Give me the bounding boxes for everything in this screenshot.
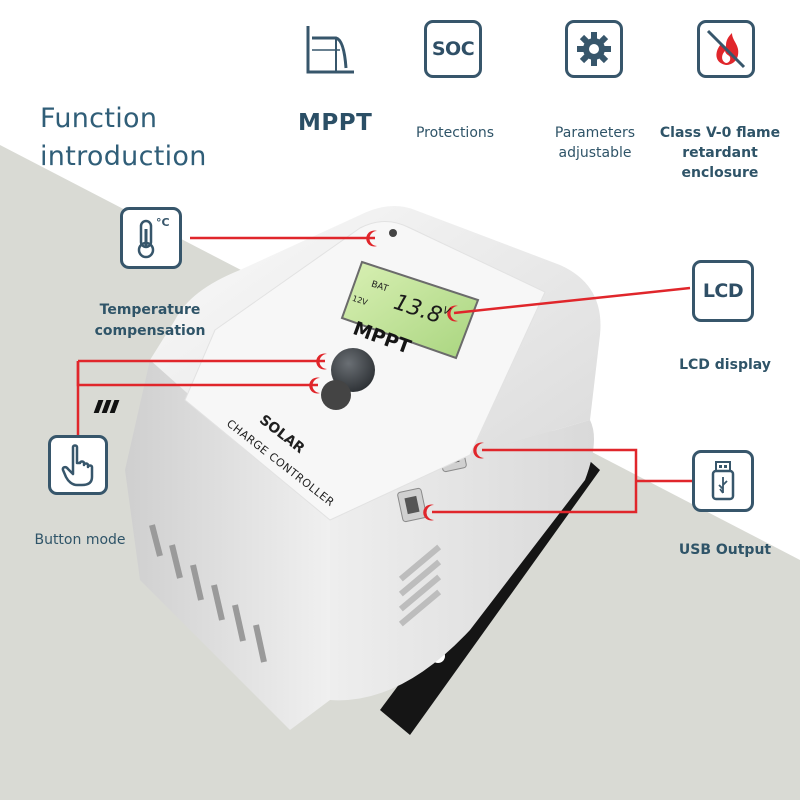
label-usb-output: USB Output (678, 542, 772, 558)
title-line-2: introduction (40, 141, 207, 172)
pointing-finger-icon (48, 435, 108, 495)
brand-mark (93, 400, 120, 413)
title-line-1: Function (40, 103, 158, 134)
feature-label-parameters: Parameters adjustable (554, 125, 636, 161)
label-temperature: Temperature compensation (94, 302, 206, 339)
device-left-face (125, 360, 330, 730)
thermometer-icon: °C (120, 207, 182, 269)
vent-slots (149, 524, 267, 663)
thermometer-unit: °C (156, 216, 170, 229)
callout-markers (309, 230, 484, 521)
feature-label-protections: Protections (415, 125, 495, 141)
lcd-icon-text: LCD (702, 280, 744, 302)
soc-icon-text: SOC (431, 38, 475, 60)
lcd-screen (340, 260, 480, 360)
mppt-curve-icon (300, 20, 358, 78)
front-vent (398, 544, 442, 627)
no-fire-icon (697, 20, 755, 78)
usb-drive-icon (692, 450, 754, 512)
temp-sensor (389, 229, 397, 237)
device-button-up (331, 348, 375, 392)
device-button-down (321, 380, 351, 410)
callout-lines (76, 236, 692, 514)
soc-icon: SOC (424, 20, 482, 78)
lcd-icon: LCD (692, 260, 754, 322)
label-lcd-display: LCD display (679, 357, 771, 373)
feature-label-flame: Class V-0 flame retardant enclosure (659, 125, 781, 181)
label-button-mode: Button mode (34, 532, 126, 548)
gear-icon (565, 20, 623, 78)
feature-label-mppt: MPPT (298, 110, 373, 136)
page-title: Function introduction (40, 100, 207, 176)
device-front-face (330, 420, 594, 701)
